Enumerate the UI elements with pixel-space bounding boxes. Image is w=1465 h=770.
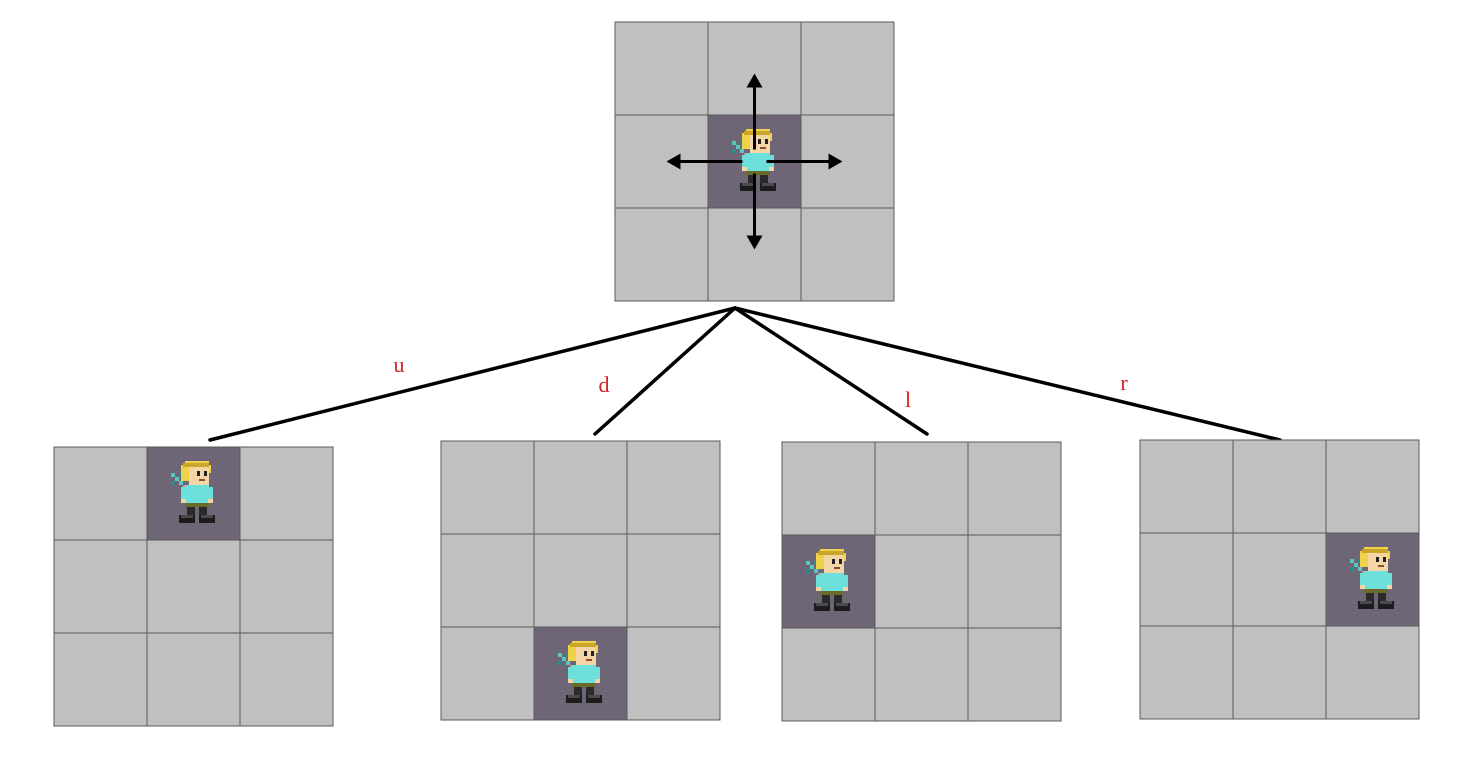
grid-cell [967,441,1062,536]
edge-label-u: u [394,352,405,377]
grid-cell [614,21,709,116]
child-state-grid-l [781,441,1062,722]
grid-cell [967,534,1062,629]
grid-cell [239,632,334,727]
arrow-left-icon [666,153,743,170]
grid-cell [800,21,895,116]
grid-cell [440,440,535,535]
tree-edge-u [208,306,737,442]
edge-label-l: l [905,387,911,412]
arrow-right-icon [766,153,843,170]
grid-cell [533,440,628,535]
move-arrows [666,73,843,250]
grid-cell [1325,439,1420,534]
child-state-grid-d [440,440,721,721]
grid-cell [967,627,1062,722]
edge-label-d: d [599,372,610,397]
grid-cell [800,207,895,302]
grid-cell [1232,439,1327,534]
grid-cell [53,632,148,727]
state-grids [53,21,1420,727]
grid-cell [146,539,241,634]
tree-edge-l [733,306,929,436]
grid-cell [626,626,721,721]
grid-cell [1232,532,1327,627]
child-state-grid-r [1139,439,1420,720]
grid-cell [626,440,721,535]
root-state-grid [614,21,895,302]
child-state-grid-u [53,446,334,727]
grid-cell [533,533,628,628]
grid-cell [53,446,148,541]
grid-cell [614,207,709,302]
grid-cell [440,533,535,628]
grid-cell [781,441,876,536]
grid-cell [440,626,535,721]
grid-cell [781,627,876,722]
grid-cell [1139,625,1234,720]
grid-cell [1232,625,1327,720]
grid-cell [626,533,721,628]
tree-edges [208,306,1282,442]
arrow-up-icon [746,73,763,150]
edge-labels: u d l r [394,352,1129,412]
tree-edge-d [593,306,737,436]
grid-cell [1139,439,1234,534]
edge-label-r: r [1120,370,1128,395]
grid-cell [1325,625,1420,720]
grid-cell [53,539,148,634]
grid-cell [874,441,969,536]
grid-cell [874,627,969,722]
tree-edge-r [733,306,1282,442]
arrow-down-icon [746,173,763,250]
grid-cell [1139,532,1234,627]
grid-cell [239,539,334,634]
grid-cell [874,534,969,629]
grid-cell [146,632,241,727]
grid-cell [239,446,334,541]
